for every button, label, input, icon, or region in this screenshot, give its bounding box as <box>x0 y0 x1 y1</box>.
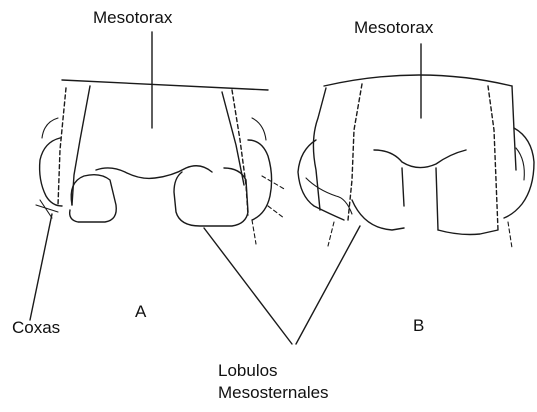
leader-lobulos-b <box>296 226 360 344</box>
label-lobulos-line1: Lobulos <box>218 360 329 382</box>
specimen-b-right-coxa-inner <box>516 148 524 180</box>
specimen-b-right-suture <box>488 86 498 230</box>
label-mesotorax-a: Mesotorax <box>93 8 172 28</box>
leader-coxas <box>30 214 52 320</box>
specimen-a-right-lobe <box>174 168 248 226</box>
specimen-b-right-lobe <box>438 230 498 235</box>
specimen-a-left-lobe <box>70 175 117 222</box>
specimen-b-right-coxa-hatch <box>508 222 512 248</box>
specimen-b-central-notch <box>374 150 466 168</box>
specimen-a-left-coxa-inner <box>42 118 58 138</box>
specimen-b-top-margin <box>324 75 512 86</box>
specimen-a-top-margin <box>62 80 268 90</box>
specimen-b-right-coxa <box>504 128 534 218</box>
label-mesotorax-b: Mesotorax <box>354 18 433 38</box>
specimen-b-left-suture <box>348 84 362 220</box>
specimen-a-left-inner-border <box>72 86 90 205</box>
label-coxas: Coxas <box>12 318 60 338</box>
leader-lobulos-a <box>204 228 292 344</box>
specimen-a-right-coxa-hatch <box>252 176 286 244</box>
label-lobulos-mesosternales: Lobulos Mesosternales <box>218 360 329 404</box>
specimen-b <box>298 75 534 248</box>
specimen-a-right-suture <box>232 90 248 215</box>
specimen-b-left-border <box>313 88 326 210</box>
specimen-b-left-coxa-inner <box>306 178 352 214</box>
specimen-a-central-body <box>96 166 212 179</box>
specimen-b-left-coxa-hatch <box>328 222 334 246</box>
label-figure-b: B <box>413 316 424 336</box>
label-figure-a: A <box>135 302 146 322</box>
specimen-a-right-coxa-inner <box>252 118 266 140</box>
specimen-b-left-coxa <box>298 140 344 220</box>
specimen-b-central-stem <box>402 168 438 230</box>
specimen-a <box>36 80 286 244</box>
specimen-a-left-suture <box>58 88 66 205</box>
label-lobulos-line2: Mesosternales <box>218 382 329 404</box>
specimen-a-left-coxa-hatch <box>36 200 58 218</box>
specimen-a-right-inner-border <box>222 92 244 185</box>
